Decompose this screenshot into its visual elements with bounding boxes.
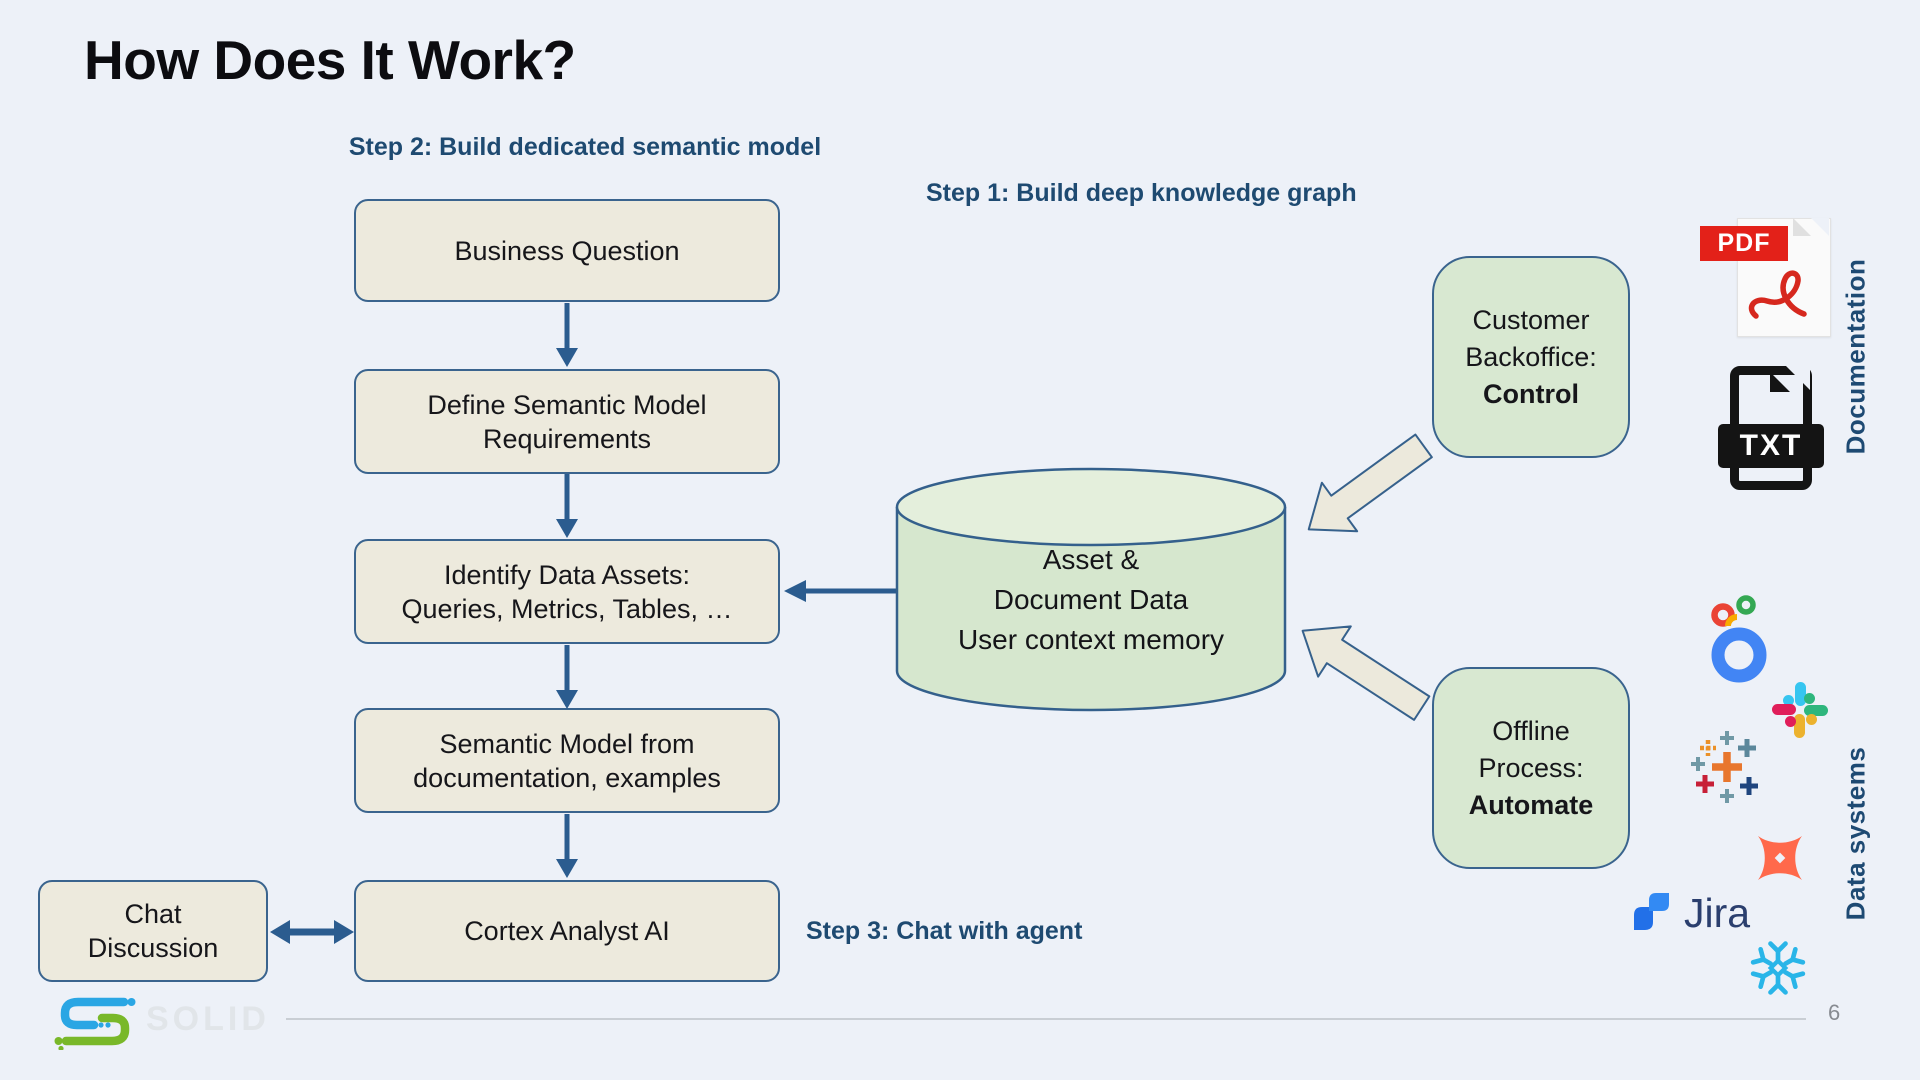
page-title: How Does It Work? xyxy=(84,29,576,91)
flow-box-text: Semantic Model from xyxy=(439,728,695,759)
offline-process-box: Offline Process: Automate xyxy=(1432,667,1630,869)
green-box-text: Backoffice: xyxy=(1465,341,1597,372)
flow-box-chat-discussion: Chat Discussion xyxy=(38,880,268,982)
left-arrow-icon xyxy=(784,580,898,602)
data-systems-label: Data systems xyxy=(1840,746,1871,921)
snowflake-icon xyxy=(1750,941,1806,995)
down-arrow-icon xyxy=(556,303,578,367)
looker-icon xyxy=(1711,595,1767,683)
flow-box-text: Cortex Analyst AI xyxy=(464,916,670,946)
step2-label: Step 2: Build dedicated semantic model xyxy=(348,133,822,161)
green-box-text: Process: xyxy=(1478,752,1584,783)
dbt-icon xyxy=(1758,836,1802,880)
pdf-file-icon: PDF xyxy=(1700,214,1832,340)
block-arrow-customer-to-db-icon xyxy=(1307,433,1433,533)
double-arrow-icon xyxy=(270,920,354,944)
down-arrow-icon xyxy=(556,474,578,538)
pdf-fold xyxy=(1793,218,1811,236)
slack-icon xyxy=(1772,682,1828,738)
flow-box-text: Business Question xyxy=(454,235,680,266)
flow-box-text: Define Semantic Model xyxy=(427,389,707,420)
jira-icon xyxy=(1634,893,1669,930)
flow-box-text: Requirements xyxy=(482,423,652,454)
down-arrow-icon xyxy=(556,645,578,709)
acrobat-swoosh-icon xyxy=(1748,270,1807,319)
footer-divider xyxy=(286,1018,1806,1020)
flow-box-text: Identify Data Assets: xyxy=(443,559,691,590)
jira-wordmark: Jira xyxy=(1684,890,1751,936)
solid-wordmark: SOLID xyxy=(146,1000,270,1038)
flow-box-identify-assets: Identify Data Assets: Queries, Metrics, … xyxy=(354,539,780,644)
tableau-icon xyxy=(1691,731,1758,803)
cylinder-line: Asset & xyxy=(1042,544,1140,575)
txt-ribbon: TXT xyxy=(1718,424,1824,468)
green-box-text-bold: Automate xyxy=(1468,789,1594,820)
flow-box-business-question: Business Question xyxy=(354,199,780,302)
block-arrow-offline-to-db-icon xyxy=(1301,625,1431,721)
txt-fold xyxy=(1770,372,1790,392)
page-number: 6 xyxy=(1828,1000,1841,1025)
flow-box-text: Discussion xyxy=(87,933,219,963)
flow-box-define-requirements: Define Semantic Model Requirements xyxy=(354,369,780,474)
flow-box-semantic-model: Semantic Model from documentation, examp… xyxy=(354,708,780,813)
database-cylinder xyxy=(895,467,1287,712)
cylinder-line: User context memory xyxy=(957,624,1225,655)
green-box-text: Offline xyxy=(1492,715,1570,746)
green-box-text: Customer xyxy=(1472,304,1590,335)
pdf-fold-cut xyxy=(1811,218,1829,236)
documentation-label: Documentation xyxy=(1840,258,1871,455)
green-box-text-bold: Control xyxy=(1483,378,1579,409)
solid-logo-icon xyxy=(54,997,136,1050)
flow-box-text: documentation, examples xyxy=(413,762,721,793)
database-cylinder-text: Asset & Document Data User context memor… xyxy=(894,540,1288,660)
down-arrow-icon xyxy=(556,814,578,878)
txt-file-icon: TXT xyxy=(1718,364,1824,492)
pdf-banner: PDF xyxy=(1700,226,1788,261)
customer-backoffice-box: Customer Backoffice: Control xyxy=(1432,256,1630,458)
step3-label: Step 3: Chat with agent xyxy=(806,917,1083,945)
flow-box-text: Chat xyxy=(124,899,182,929)
step1-label: Step 1: Build deep knowledge graph xyxy=(926,179,1357,207)
flow-box-cortex-analyst: Cortex Analyst AI xyxy=(354,880,780,982)
cylinder-line: Document Data xyxy=(993,584,1189,615)
flow-box-text: Queries, Metrics, Tables, … xyxy=(401,593,733,624)
